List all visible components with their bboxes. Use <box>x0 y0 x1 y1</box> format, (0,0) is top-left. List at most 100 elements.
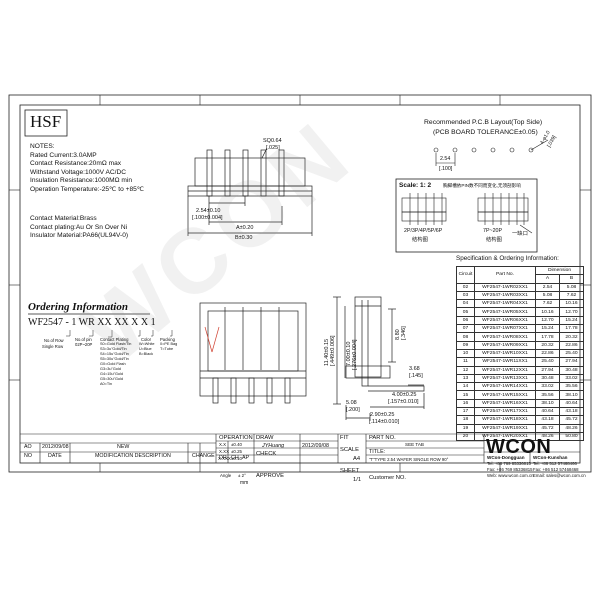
ordering-legend-packing: 0=PE Bag <box>160 342 178 346</box>
company-web: Web: www.wcon.com.cn <box>487 473 534 478</box>
dim-a-cell: 17.78 <box>535 332 560 342</box>
circuit-cell: 12 <box>456 365 475 375</box>
ordering-legend-row: No.of Row <box>44 338 64 343</box>
unit-label: mm <box>240 480 249 486</box>
part-no-cell: WF2547-1WR08XX1 <box>474 332 536 342</box>
spec-table-header: Circuit Part No. Dimension <box>456 265 584 284</box>
angle-value: ± 2° <box>238 473 246 478</box>
ordering-legend-color: B=Black <box>139 352 154 356</box>
dim-b-cell: 7.62 <box>559 290 584 301</box>
pitch-dim-label: 2.54±0.10 <box>196 208 221 214</box>
circuit-cell: 14 <box>456 382 475 392</box>
dim-a-cell: 33.02 <box>535 382 560 392</box>
base-width-label: 5.08 <box>346 400 357 406</box>
circuit-cell: 15 <box>456 390 475 400</box>
dim-a-cell: 43.18 <box>535 415 560 425</box>
base-width-sub-label: [.200] <box>346 407 360 413</box>
sq-sub-label: [.025] <box>266 145 280 151</box>
dim-b-cell: 15.24 <box>559 315 584 326</box>
note-line: Withstand Voltage:1000V AC/DC <box>30 168 127 176</box>
draw-name: JYHuang <box>262 443 285 449</box>
dim-a-cell: 27.94 <box>535 365 560 375</box>
company-tel-2: Tel: +86 512 57468466 <box>533 461 577 466</box>
tol-xxx-label: X.XXX <box>218 456 231 461</box>
part-no-cell: WF2547-1WR03XX1 <box>474 290 536 301</box>
dim-b-cell: 43.18 <box>559 407 584 417</box>
part-no-label: PART NO. <box>369 435 396 441</box>
rev-col-ch: CH <box>231 455 239 461</box>
part-no-cell: WF2547-1WR14XX1 <box>474 382 536 392</box>
part-header: Part No. <box>474 266 536 284</box>
part-no-cell: WF2547-1WR17XX1 <box>474 407 536 417</box>
ordering-legend-row: Single Row <box>42 344 64 349</box>
dim-b-cell: 33.02 <box>559 373 584 384</box>
scale-label: Scale: 1: 2 <box>399 182 432 189</box>
ordering-legend-plating: G4=15u"Gold <box>100 372 123 376</box>
company-dongguan: WCon-Dongguan <box>487 455 525 460</box>
dimension-header: Dimension <box>535 265 584 276</box>
dim-b-cell: 40.64 <box>559 398 584 409</box>
spec-table-title: Specification & Ordering Information: <box>456 255 559 262</box>
angle-label: Angle <box>220 473 232 478</box>
part-no-cell: WF2547-1WR13XX1 <box>474 373 536 384</box>
dim-a-cell: 10.16 <box>535 307 560 317</box>
offset-width-sub-label: [.114±0.010] <box>369 419 400 425</box>
wcon-logo: WCON <box>486 436 552 458</box>
pcb-layout-title: Recommended P.C.B Layout(Top Side) <box>424 119 543 126</box>
ordering-legend-plating: S3=3u"Gold/Tin <box>100 347 127 351</box>
dim-a-cell: 40.64 <box>535 407 560 417</box>
rev-col-no: NO <box>24 453 32 459</box>
circuit-cell: 10 <box>456 348 475 359</box>
scale-right-label: 7P~20P <box>483 228 502 234</box>
ordering-legend-packing: Packing <box>160 337 175 342</box>
circuit-cell: 17 <box>456 407 475 417</box>
materials-block: Contact Material:Brass Contact plating:A… <box>30 215 128 241</box>
dim-a-cell: 7.62 <box>535 299 560 309</box>
company-kunshan: WCon-Kunshan <box>533 455 568 460</box>
part-no-cell: WF2547-1WR19XX1 <box>474 423 536 433</box>
dim-a-cell: 2.54 <box>535 282 560 292</box>
dim-b-cell: 38.10 <box>559 390 584 400</box>
ordering-legend-plating: S5=30u"Gold/Tin <box>100 357 129 361</box>
ordering-legend-color: U=Blue <box>139 347 152 351</box>
part-no-cell: WF2547-1WR18XX1 <box>474 415 536 425</box>
operation-label: OPERATION <box>219 435 253 441</box>
pin-height-sub-label: [.346] <box>401 326 407 340</box>
ordering-legend-pin: 02P~20P <box>75 342 93 347</box>
dim-a-cell: 5.08 <box>535 290 560 301</box>
fit-label: FIT <box>340 435 349 441</box>
ordering-legend-pin: No.of pin <box>75 337 92 342</box>
rev-code: AO <box>24 444 32 450</box>
sheet-value: 1/1 <box>353 477 362 483</box>
offset-width-label: 2.90±0.25 <box>370 412 395 418</box>
rev-col-dr: DR <box>219 455 227 461</box>
ordering-legend-plating: G3=3u"Gold <box>100 367 121 371</box>
dim-a-cell: 20.32 <box>535 340 560 350</box>
part-no-cell: WF2547-1WR16XX1 <box>474 398 536 409</box>
ordering-title: Ordering Information <box>28 301 128 313</box>
check-label: CHECK <box>256 451 277 457</box>
part-no-cell: WF2547-1WR07XX1 <box>474 324 536 334</box>
approve-label: APPROVE <box>256 473 285 479</box>
material-line: Contact Material:Brass <box>30 215 97 222</box>
title-value: "T"TYPE 2.54 WAFER SINGLE ROW 90° <box>369 457 449 462</box>
part-no-cell: WF2547-1WR11XX1 <box>474 357 536 367</box>
dim-b-cell: 12.70 <box>559 307 584 317</box>
rev-col-ap: AP <box>242 455 250 461</box>
tail-width-sub-label: [.157±0.010] <box>388 399 419 405</box>
tol-xxx-value: ±0.10 <box>231 456 242 461</box>
circuit-cell: 04 <box>456 299 475 309</box>
rev-col-change: CHANGE <box>192 453 215 459</box>
dim-b-cell: 5.08 <box>559 282 584 292</box>
